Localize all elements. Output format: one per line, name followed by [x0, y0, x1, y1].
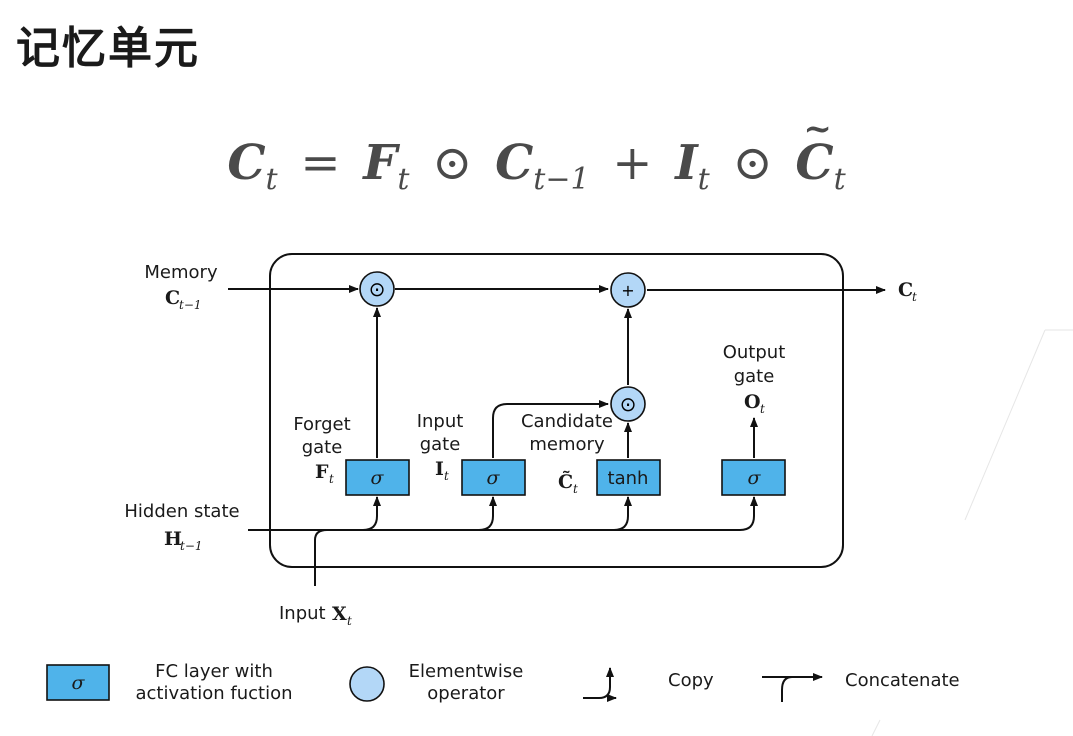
formula-c-sub: t	[265, 162, 278, 197]
candidate-label-1: Candidate	[521, 411, 613, 432]
page-title: 记忆单元	[16, 23, 200, 74]
output-gate-sigma: σ	[748, 467, 762, 489]
forget-gate-symbol: F	[315, 461, 329, 483]
legend-elementwise-label-2: operator	[427, 683, 505, 704]
candidate-tanh-box	[596, 459, 661, 496]
hidden-state-symbol: H	[164, 528, 182, 550]
candidate-sub: t	[573, 482, 578, 496]
forget-gate-label-1: Forget	[293, 414, 350, 435]
legend-copy-label: Copy	[668, 670, 714, 691]
legend-fc-label-2: activation fuction	[136, 683, 293, 704]
memory-label: Memory	[144, 262, 218, 283]
plus-symbol: +	[621, 281, 634, 300]
output-gate-label-2: gate	[734, 366, 775, 387]
formula-c-tilde: C	[795, 109, 833, 191]
formula-plus: +	[612, 135, 653, 191]
legend-concat-icon	[762, 676, 793, 702]
candidate-label-2: memory	[529, 434, 605, 455]
output-memory-sub: t	[912, 290, 917, 304]
branch-forget	[362, 496, 381, 531]
formula-c-prev-sub: t−1	[533, 162, 590, 197]
output-gate-sub: t	[760, 402, 765, 416]
formula-i: I	[675, 135, 698, 191]
branch-input	[478, 496, 497, 531]
formula-c-tilde-sub: t	[833, 162, 846, 197]
input-gate-sub: t	[444, 469, 449, 483]
forget-gate-box	[345, 459, 410, 496]
legend-fc-label-1: FC layer with	[155, 661, 273, 682]
output-gate-box	[721, 459, 786, 496]
input-label: Input	[279, 603, 326, 624]
cell-frame	[269, 253, 844, 568]
legend-concat-label: Concatenate	[845, 670, 960, 691]
input-symbol-sub: t	[347, 614, 352, 628]
formula-i-sub: t	[697, 162, 710, 197]
forget-odot-symbol: ⊙	[369, 277, 386, 301]
candidate-symbol: C̃	[558, 471, 573, 493]
input-line	[314, 529, 328, 586]
hidden-state-sub: t−1	[180, 539, 203, 553]
legend-copy-icon	[583, 667, 614, 699]
output-memory-symbol: C	[898, 279, 913, 301]
candidate-odot-node	[610, 386, 646, 422]
forget-gate-sigma: σ	[371, 467, 385, 489]
forget-gate-sub: t	[329, 472, 334, 486]
formula-odot-2: ⊙	[732, 135, 773, 191]
legend-fc-box	[46, 664, 110, 701]
input-gate-box	[461, 459, 526, 496]
formula-odot-1: ⊙	[432, 135, 473, 191]
formula-c: C	[227, 135, 266, 191]
hidden-state-line	[248, 496, 758, 531]
input-gate-symbol: I	[435, 458, 444, 480]
output-gate-label-1: Output	[723, 342, 786, 363]
input-symbol: X	[332, 603, 347, 625]
input-gate-label-1: Input	[417, 411, 464, 432]
plus-node	[610, 272, 646, 308]
memory-symbol: C	[165, 287, 180, 309]
legend-elementwise-circle	[349, 666, 385, 702]
formula-f: F	[363, 135, 398, 191]
input-gate-sigma: σ	[487, 467, 501, 489]
candidate-odot-symbol: ⊙	[620, 392, 637, 416]
candidate-tanh-label: tanh	[608, 468, 649, 489]
forget-gate-label-2: gate	[302, 437, 343, 458]
hidden-state-label: Hidden state	[124, 501, 239, 522]
memory-symbol-sub: t−1	[179, 298, 202, 312]
branch-candidate	[613, 496, 632, 531]
formula-equals: =	[300, 135, 341, 191]
forget-odot-node	[359, 271, 395, 307]
input-gate-label-2: gate	[420, 434, 461, 455]
formula-f-sub: t	[397, 162, 410, 197]
decor-line	[871, 719, 881, 736]
input-gate-to-odot-arrow	[492, 400, 609, 458]
decor-line	[964, 329, 1046, 521]
legend-fc-sigma: σ	[72, 672, 86, 694]
formula-c-prev: C	[495, 135, 534, 191]
legend-elementwise-label-1: Elementwise	[409, 661, 524, 682]
output-gate-symbol: O	[744, 391, 761, 413]
cell-state-formula: Ct = Ft ⊙ Ct−1 + It ⊙ Ct	[0, 109, 1073, 197]
